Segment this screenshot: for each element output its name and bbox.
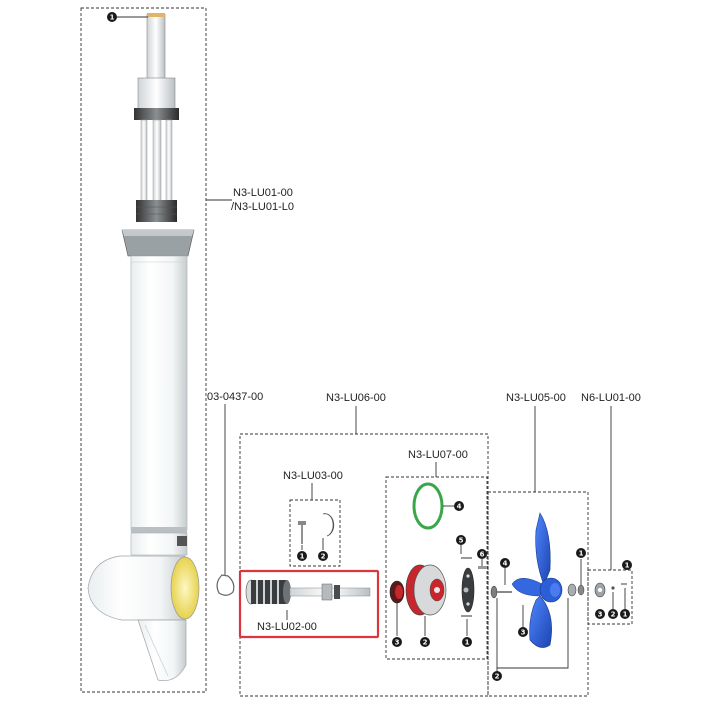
label-n3-lu06: N3-LU06-00 bbox=[326, 392, 386, 404]
clip-0437-group: 03-0437-00 bbox=[207, 391, 263, 596]
callout-lu03-screw: 1 bbox=[300, 553, 305, 561]
n3-lu07-group: N3-LU07-00 4 3 2 5 6 bbox=[385, 449, 488, 660]
thrust-washer bbox=[490, 585, 498, 599]
callout-lu07-hub: 2 bbox=[423, 639, 428, 647]
n6-lu01-dashed-box bbox=[587, 569, 633, 625]
green-o-ring bbox=[412, 482, 444, 530]
motor-column-group: 1 N3-LU01-00 /N3-LU01-L0 bbox=[80, 7, 294, 693]
top-shaft bbox=[146, 13, 166, 81]
label-n3-lu03: N3-LU03-00 bbox=[283, 470, 343, 482]
clip-ring bbox=[216, 574, 235, 596]
callout-lu07-seal: 3 bbox=[395, 639, 400, 647]
guide-rod-right bbox=[165, 119, 173, 203]
callout-shaft-top: 1 bbox=[110, 14, 115, 22]
prop-nut bbox=[567, 583, 577, 597]
propeller-blade-side bbox=[511, 578, 545, 597]
n3-lu06-group: N3-LU06-00 bbox=[239, 392, 489, 697]
circlip bbox=[322, 513, 335, 537]
n3-lu05-group: N3-LU05-00 4 3 1 2 bbox=[487, 392, 589, 697]
callout-n6-1a: 1 bbox=[625, 562, 630, 570]
propeller-blade-top bbox=[535, 512, 551, 586]
n3-lu02-highlight-box bbox=[238, 569, 380, 639]
n6-lu01-group: N6-LU01-00 1 3 2 1 bbox=[581, 392, 641, 625]
callout-lu03-clip: 2 bbox=[321, 553, 326, 561]
n3-lu01-dashed-box bbox=[80, 7, 207, 693]
label-n3-lu01: N3-LU01-00 bbox=[233, 187, 293, 199]
callout-lu07-pin: 5 bbox=[459, 537, 464, 545]
propeller-blade-bottom bbox=[529, 595, 552, 648]
upper-ring bbox=[134, 108, 179, 120]
shaft-tip bbox=[147, 13, 165, 17]
label-n3-lu02: N3-LU02-00 bbox=[257, 621, 317, 633]
callout-lu05-2: 2 bbox=[495, 673, 500, 681]
callout-n6-1b: 1 bbox=[623, 611, 628, 619]
n3-lu03-group: N3-LU03-00 1 2 bbox=[283, 470, 343, 567]
callout-lu05-prop: 3 bbox=[521, 629, 526, 637]
callout-badge bbox=[107, 12, 117, 22]
n3-lu03-dashed-box bbox=[289, 499, 341, 567]
skeg-fin bbox=[137, 619, 187, 681]
callout-lu07-oring: 4 bbox=[457, 503, 462, 511]
label-n3-lu07: N3-LU07-00 bbox=[408, 449, 468, 461]
label-n6-lu01: N6-LU01-00 bbox=[581, 392, 641, 404]
main-tube bbox=[130, 255, 188, 531]
lower-ring bbox=[136, 200, 177, 222]
guide-rod-center bbox=[152, 119, 162, 203]
callout-lu05-nut: 1 bbox=[579, 550, 584, 558]
guide-rod-left bbox=[140, 119, 148, 203]
callout-lu07-6: 6 bbox=[480, 551, 485, 559]
callout-lu07-bolt: 1 bbox=[465, 639, 470, 647]
upper-collar bbox=[137, 77, 176, 111]
label-03-0437: 03-0437-00 bbox=[207, 391, 263, 403]
n3-lu07-dashed-box bbox=[385, 476, 488, 660]
callout-n6-3: 3 bbox=[598, 611, 603, 619]
n3-lu06-dashed-box bbox=[239, 433, 489, 697]
label-n3-lu05: N3-LU05-00 bbox=[506, 392, 566, 404]
n3-lu02-group: N3-LU02-00 bbox=[238, 569, 380, 639]
label-n3-lu01-alt: /N3-LU01-L0 bbox=[231, 201, 294, 213]
callout-n6-2: 2 bbox=[611, 611, 616, 619]
callout-lu05-washer: 4 bbox=[503, 560, 508, 568]
motor-pod bbox=[87, 555, 186, 621]
pod-opening bbox=[170, 556, 200, 620]
